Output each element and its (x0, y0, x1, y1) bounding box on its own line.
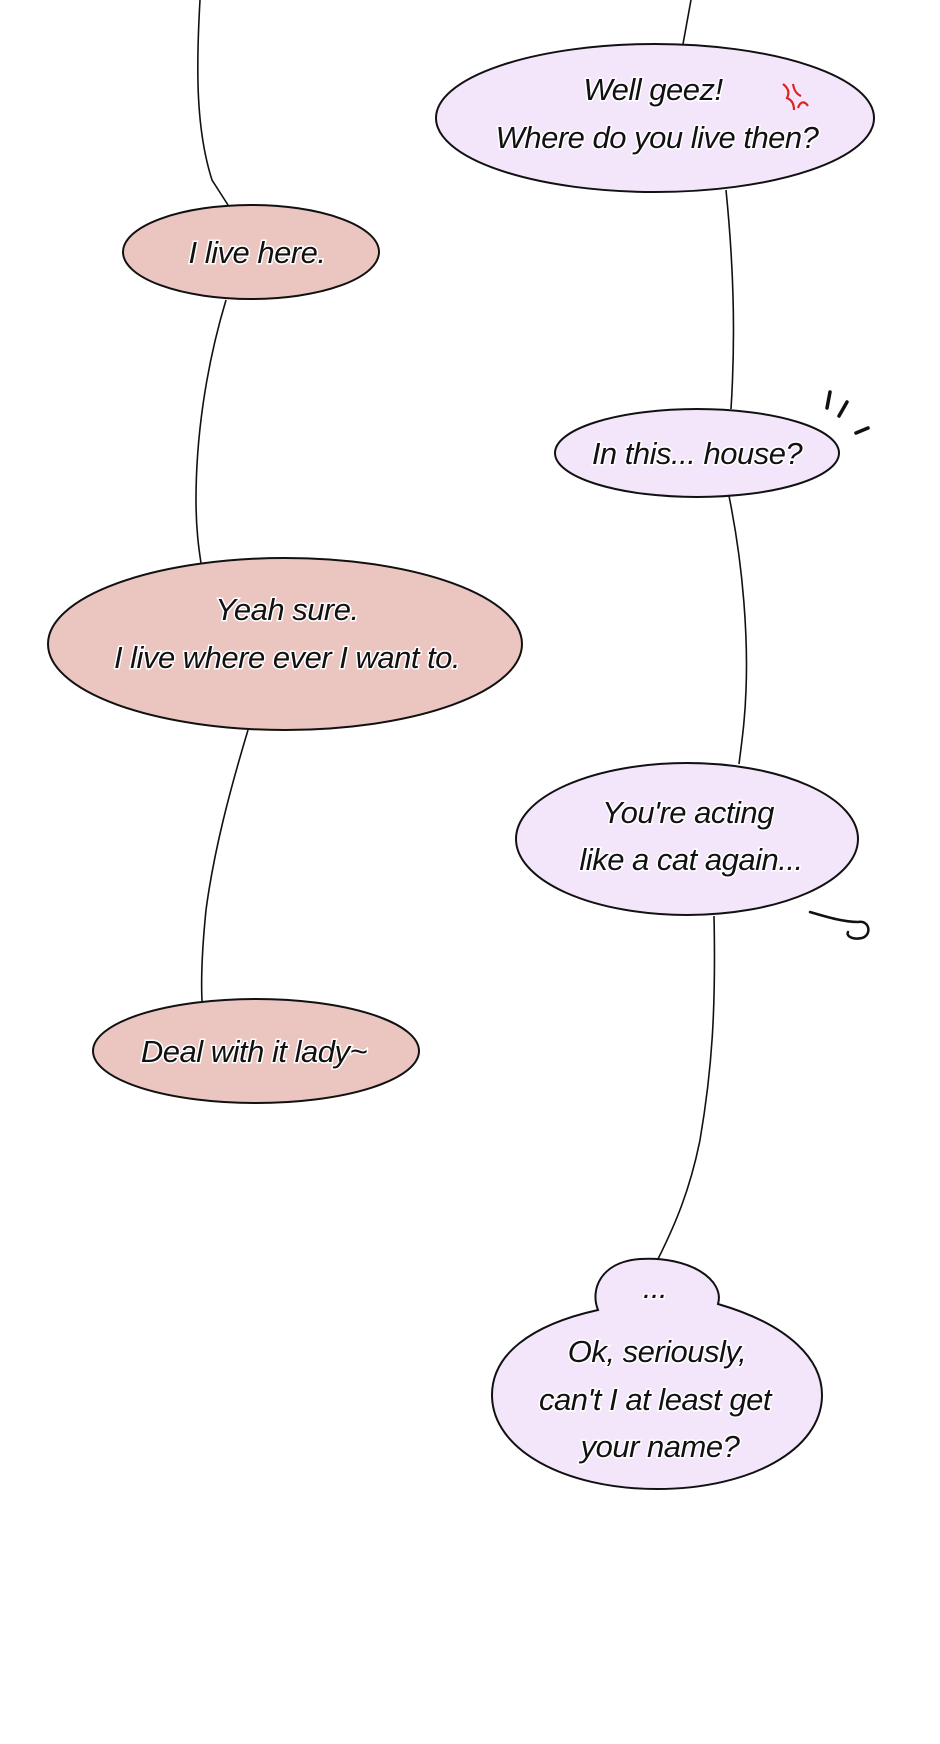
speech-bubble-right-3: You're acting like a cat again... (515, 762, 870, 940)
sigh-swirl-icon (808, 910, 870, 940)
connector-line (195, 299, 227, 564)
connector-line (725, 189, 735, 410)
bubble-text: like a cat again... (579, 842, 802, 877)
bubble-text: Deal with it lady~ (141, 1034, 368, 1069)
connector-line (200, 729, 249, 1002)
speech-bubble-left-3: Deal with it lady~ (92, 998, 420, 1104)
speech-bubble-right-2: In this... house? (554, 390, 870, 498)
bubble-text: your name? (579, 1429, 741, 1464)
bubble-text: ... (643, 1270, 667, 1305)
anger-mark-icon (782, 83, 809, 111)
bubble-text: I live here. (188, 235, 325, 270)
connector-line (728, 495, 748, 765)
connector-line (657, 915, 716, 1260)
speech-bubble-right-4: ... Ok, seriously, can't I at least get … (490, 1257, 824, 1491)
bubble-text: Ok, seriously, (568, 1334, 746, 1369)
bubble-text: Where do you live then? (496, 120, 820, 155)
bubble-text: In this... house? (592, 436, 804, 471)
speech-bubble-left-2: Yeah sure. I live where ever I want to. (47, 557, 523, 731)
bubble-text: Yeah sure. (215, 592, 358, 627)
bubble-text: I live where ever I want to. (114, 640, 460, 675)
connector-line (196, 0, 229, 206)
bubble-text: can't I at least get (539, 1382, 773, 1417)
bubble-text: Well geez! (583, 72, 723, 107)
bubble-text: You're acting (602, 795, 774, 830)
speech-bubble-right-1: Well geez! Where do you live then? (435, 43, 875, 193)
connector-line (682, 0, 692, 45)
surprise-lines-icon (825, 390, 870, 435)
speech-bubble-left-1: I live here. (122, 204, 380, 300)
